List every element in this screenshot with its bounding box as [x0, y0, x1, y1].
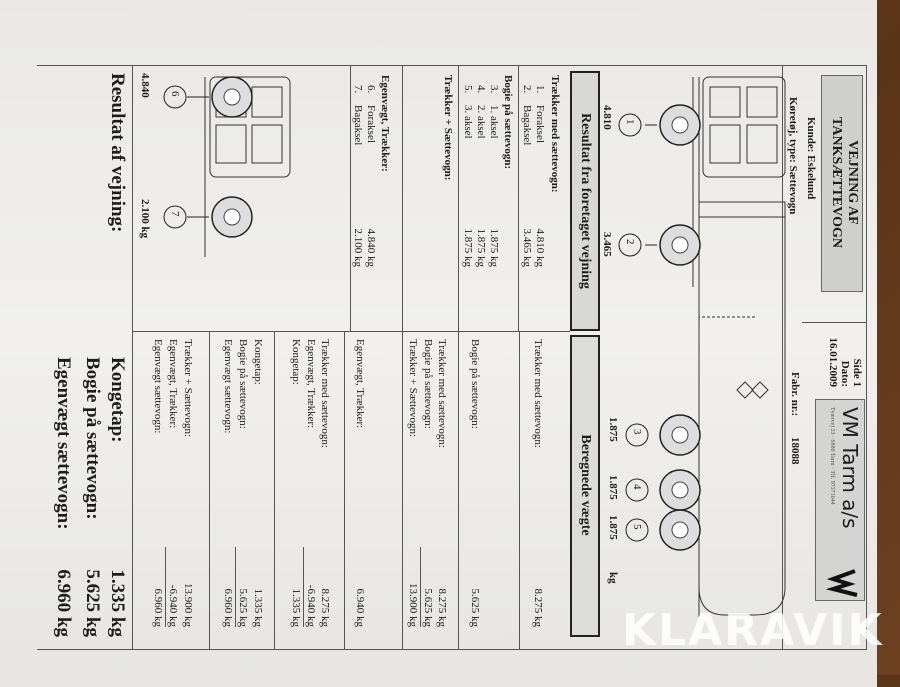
- tank-drawing: [698, 201, 786, 616]
- divider: [458, 65, 459, 331]
- row-num: 3.: [488, 85, 500, 94]
- cab-drawing: [702, 76, 786, 178]
- s4-title: Egenvægt, Trækker:: [379, 75, 391, 172]
- measured-title: Resultat fra foretaget vejning: [578, 113, 593, 289]
- axle-5-number: 5: [631, 524, 643, 530]
- calc-value: -6.940 kg: [305, 584, 317, 627]
- calc-value: 6.940 kg: [354, 588, 366, 628]
- row-value: 1.875 kg: [488, 228, 500, 268]
- calc-label: Egenvægt, Trækker:: [354, 339, 366, 429]
- calc-value: 6.960 kg: [222, 588, 234, 628]
- result-value: 5.625 kg: [82, 569, 103, 637]
- divider: [274, 331, 275, 649]
- row-label: 1. aksel: [488, 105, 500, 139]
- result-label: Kongetap:: [107, 357, 128, 443]
- tractor-diagram: [163, 76, 291, 257]
- calc-value: 13.900 kg: [407, 583, 419, 627]
- axle-3-number: 3: [631, 429, 643, 435]
- result-value: 1.335 kg: [107, 569, 128, 637]
- row-label: 3. aksel: [462, 105, 474, 139]
- s3-title: Trækker + Sættevogn:: [442, 75, 454, 181]
- calc-value: 1.335 kg: [290, 588, 302, 628]
- row-num: 2.: [521, 85, 533, 94]
- row-value: 2.100 kg: [352, 228, 364, 268]
- calc-label: Egenvægt sættevogn:: [222, 339, 234, 434]
- axle-5-weight: 1.875: [607, 515, 619, 540]
- axle-6-number: 6: [169, 91, 181, 97]
- tank-trailer-diagram: [618, 76, 786, 617]
- row-label: Bagaksel: [352, 105, 364, 146]
- calc-label: Egenvægt, Trækker:: [167, 339, 179, 429]
- calc-value: 6.960 kg: [152, 588, 164, 628]
- calc-value: 8.275 kg: [532, 588, 544, 628]
- row-value: 1.875 kg: [462, 228, 474, 268]
- calc-value: 1.335 kg: [252, 588, 264, 628]
- row-num: 7.: [352, 85, 364, 94]
- axle-7-number: 7: [169, 211, 181, 217]
- divider: [350, 65, 351, 331]
- row-label: 2. aksel: [475, 105, 487, 139]
- divider: [519, 331, 520, 649]
- calc-label: Trækker + Sættevogn:: [407, 339, 419, 438]
- row-value: 1.875 kg: [475, 228, 487, 268]
- calc-value: -6.940 kg: [167, 584, 179, 627]
- row-label: Foraksel: [534, 105, 546, 143]
- weight-unit: kg: [607, 572, 619, 584]
- s2-title: Bogie på sættevogn:: [502, 75, 514, 170]
- calculated-title: Beregnede vægte: [578, 434, 593, 536]
- divider: [458, 331, 459, 649]
- result-label: Bogie på sættevogn:: [82, 357, 103, 520]
- divider: [518, 65, 519, 331]
- axle-6-weight: 4.840: [139, 73, 151, 98]
- calc-label: Trækker med sættevogn:: [436, 339, 448, 448]
- s1-title: Trækker med sættevogn:: [549, 75, 561, 193]
- calc-label: Egenvægt, Trækker:: [305, 339, 317, 429]
- row-num: 5.: [462, 85, 474, 94]
- divider: [209, 331, 210, 649]
- calc-value: 5.625 kg: [422, 588, 434, 628]
- calc-label: Egenvægt sættevogn:: [152, 339, 164, 434]
- axle-1-weight: 4.810: [601, 105, 613, 130]
- sum-line: [235, 547, 236, 627]
- sum-line: [420, 547, 421, 627]
- calc-value: 8.275 kg: [436, 588, 448, 628]
- calc-value: 5.625 kg: [469, 588, 481, 628]
- calc-label: Trækker med sættevogn:: [319, 339, 331, 448]
- result-value: 6.960 kg: [53, 569, 74, 637]
- calc-label: Kongetap:: [290, 339, 302, 385]
- divider: [132, 65, 133, 649]
- calc-value: 8.275 kg: [319, 588, 331, 628]
- watermark: KLARAVIK: [622, 605, 884, 656]
- row-value: 4.810 kg: [534, 228, 546, 268]
- axle-4-number: 4: [631, 484, 643, 490]
- vm-logo-icon: [825, 569, 858, 597]
- calc-label: Bogie på sættevogn:: [422, 339, 434, 429]
- sum-line: [165, 547, 166, 627]
- row-label: Bagaksel: [521, 105, 533, 146]
- calc-label: Bogie på sættevogn:: [469, 339, 481, 429]
- divider: [402, 65, 403, 649]
- row-num: 4.: [475, 85, 487, 94]
- result-title: Resultat af vejning:: [107, 73, 128, 233]
- row-label: Foraksel: [365, 105, 377, 143]
- calc-label: Kongetap:: [252, 339, 264, 385]
- axle-3-weight: 1.875: [607, 417, 619, 442]
- calc-label: Trækker med sættevogn:: [532, 339, 544, 448]
- calc-value: 13.900 kg: [182, 583, 194, 627]
- axle-7-weight: 2.100 kg: [139, 199, 151, 239]
- calc-label: Bogie på sættevogn:: [237, 339, 249, 429]
- row-value: 3.465 kg: [521, 228, 533, 268]
- row-num: 6.: [365, 85, 377, 94]
- calc-label: Trækker + Sættevogn:: [182, 339, 194, 438]
- sum-line: [303, 547, 304, 627]
- calc-value: 5.625 kg: [237, 588, 249, 628]
- axle-1-number: 1: [624, 119, 636, 125]
- row-value: 4.840 kg: [365, 228, 377, 268]
- row-num: 1.: [534, 85, 546, 94]
- axle-2-weight: 3.465: [601, 232, 613, 257]
- axle-4-weight: 1.875: [607, 475, 619, 500]
- divider: [344, 331, 345, 649]
- result-label: Egenvægt sættevogn:: [53, 357, 74, 530]
- axle-2-number: 2: [624, 239, 636, 245]
